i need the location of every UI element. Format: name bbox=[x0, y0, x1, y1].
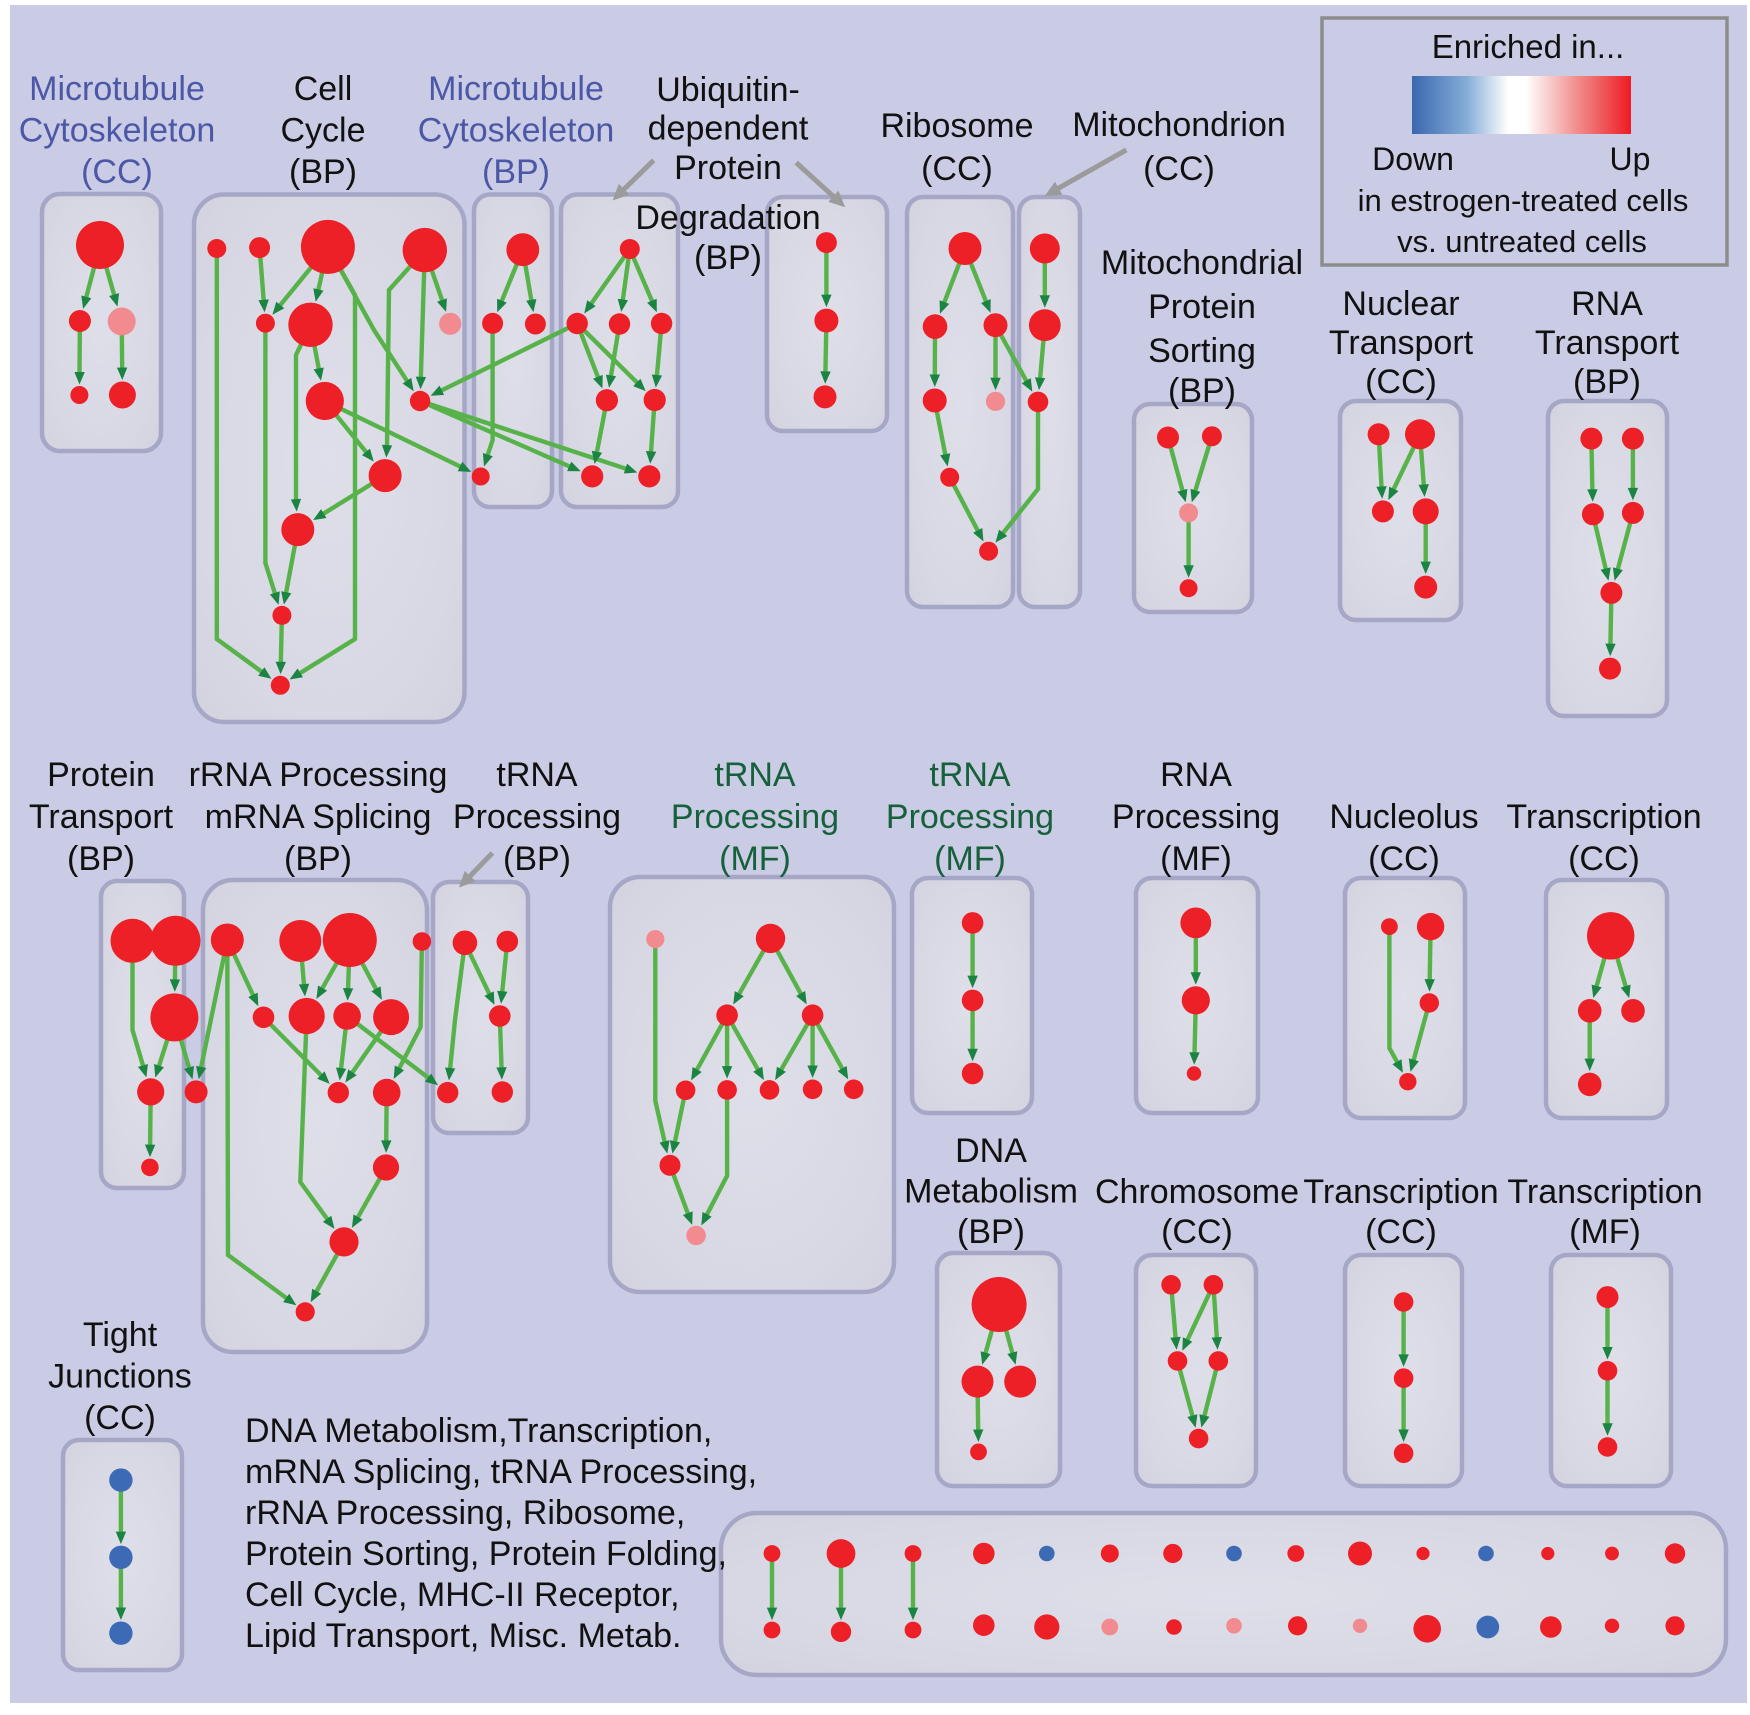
svg-text:RNA: RNA bbox=[1571, 285, 1643, 323]
svg-text:rRNA Processing, Ribosome,: rRNA Processing, Ribosome, bbox=[245, 1494, 685, 1532]
svg-text:Cycle: Cycle bbox=[280, 112, 365, 150]
svg-text:Processing: Processing bbox=[671, 798, 839, 836]
svg-text:rRNA Processing: rRNA Processing bbox=[189, 756, 448, 794]
svg-text:RNA: RNA bbox=[1160, 756, 1232, 794]
svg-text:(MF): (MF) bbox=[934, 840, 1006, 878]
svg-text:(BP): (BP) bbox=[482, 153, 550, 191]
svg-text:(MF): (MF) bbox=[1569, 1213, 1641, 1251]
svg-text:DNA Metabolism,Transcription,: DNA Metabolism,Transcription, bbox=[245, 1412, 712, 1450]
svg-text:Nucleolus: Nucleolus bbox=[1329, 798, 1478, 836]
svg-text:Ribosome: Ribosome bbox=[880, 107, 1033, 145]
svg-text:(BP): (BP) bbox=[694, 239, 762, 277]
svg-text:Ubiquitin-: Ubiquitin- bbox=[656, 71, 800, 109]
svg-text:Transcription: Transcription bbox=[1506, 798, 1701, 836]
svg-text:Mitochondrion: Mitochondrion bbox=[1072, 106, 1286, 144]
svg-text:Metabolism: Metabolism bbox=[904, 1173, 1078, 1211]
svg-text:mRNA Splicing: mRNA Splicing bbox=[205, 798, 432, 836]
svg-text:Processing: Processing bbox=[1112, 798, 1280, 836]
svg-text:Down: Down bbox=[1372, 141, 1454, 177]
svg-text:(BP): (BP) bbox=[284, 840, 352, 878]
svg-text:(CC): (CC) bbox=[1161, 1213, 1233, 1251]
svg-text:tRNA: tRNA bbox=[496, 756, 578, 794]
svg-text:Microtubule: Microtubule bbox=[29, 70, 205, 108]
svg-text:Transcription: Transcription bbox=[1303, 1173, 1498, 1211]
svg-text:(CC): (CC) bbox=[1568, 840, 1640, 878]
svg-text:tRNA: tRNA bbox=[929, 756, 1011, 794]
svg-text:(CC): (CC) bbox=[1365, 1213, 1437, 1251]
svg-text:tRNA: tRNA bbox=[714, 756, 796, 794]
svg-text:(BP): (BP) bbox=[1573, 363, 1641, 401]
svg-text:(CC): (CC) bbox=[1368, 840, 1440, 878]
svg-text:(CC): (CC) bbox=[921, 150, 993, 188]
svg-text:Transcription: Transcription bbox=[1507, 1173, 1702, 1211]
svg-text:Cell Cycle, MHC-II Receptor,: Cell Cycle, MHC-II Receptor, bbox=[245, 1576, 680, 1614]
svg-text:Protein: Protein bbox=[674, 149, 782, 187]
svg-text:(CC): (CC) bbox=[81, 153, 153, 191]
svg-text:Tight: Tight bbox=[83, 1316, 158, 1354]
svg-text:Chromosome: Chromosome bbox=[1095, 1173, 1299, 1211]
svg-text:Protein Sorting, Protein Foldi: Protein Sorting, Protein Folding, bbox=[245, 1535, 727, 1573]
svg-text:Protein: Protein bbox=[47, 756, 155, 794]
svg-text:(BP): (BP) bbox=[503, 840, 571, 878]
svg-text:Sorting: Sorting bbox=[1148, 332, 1256, 370]
svg-text:Mitochondrial: Mitochondrial bbox=[1101, 244, 1303, 282]
svg-text:Transport: Transport bbox=[29, 798, 174, 836]
svg-text:Degradation: Degradation bbox=[635, 199, 820, 237]
svg-text:(MF): (MF) bbox=[719, 840, 791, 878]
svg-text:Nuclear: Nuclear bbox=[1342, 285, 1459, 323]
svg-text:(CC): (CC) bbox=[1365, 363, 1437, 401]
svg-text:(BP): (BP) bbox=[957, 1213, 1025, 1251]
svg-text:Up: Up bbox=[1610, 141, 1651, 177]
svg-text:(CC): (CC) bbox=[84, 1399, 156, 1437]
svg-text:Cell: Cell bbox=[294, 70, 353, 108]
svg-text:Cytoskeleton: Cytoskeleton bbox=[418, 112, 615, 150]
svg-text:Enriched in...: Enriched in... bbox=[1432, 28, 1625, 65]
svg-text:Microtubule: Microtubule bbox=[428, 70, 604, 108]
svg-text:Lipid Transport, Misc. Metab.: Lipid Transport, Misc. Metab. bbox=[245, 1617, 682, 1655]
svg-text:in estrogen-treated cells: in estrogen-treated cells bbox=[1358, 183, 1689, 218]
svg-text:Transport: Transport bbox=[1329, 324, 1474, 362]
svg-text:(BP): (BP) bbox=[67, 840, 135, 878]
svg-text:Processing: Processing bbox=[453, 798, 621, 836]
svg-text:dependent: dependent bbox=[648, 110, 809, 148]
svg-text:Cytoskeleton: Cytoskeleton bbox=[19, 112, 216, 150]
svg-text:(BP): (BP) bbox=[1168, 372, 1236, 410]
svg-text:Transport: Transport bbox=[1535, 324, 1680, 362]
svg-text:(CC): (CC) bbox=[1143, 150, 1215, 188]
svg-text:Protein: Protein bbox=[1148, 288, 1256, 326]
svg-text:mRNA Splicing, tRNA Processing: mRNA Splicing, tRNA Processing, bbox=[245, 1453, 757, 1491]
svg-text:(MF): (MF) bbox=[1160, 840, 1232, 878]
svg-text:Processing: Processing bbox=[886, 798, 1054, 836]
svg-text:vs. untreated cells: vs. untreated cells bbox=[1397, 224, 1647, 259]
svg-text:DNA: DNA bbox=[955, 1132, 1027, 1170]
svg-text:(BP): (BP) bbox=[289, 153, 357, 191]
svg-text:Junctions: Junctions bbox=[48, 1358, 192, 1396]
